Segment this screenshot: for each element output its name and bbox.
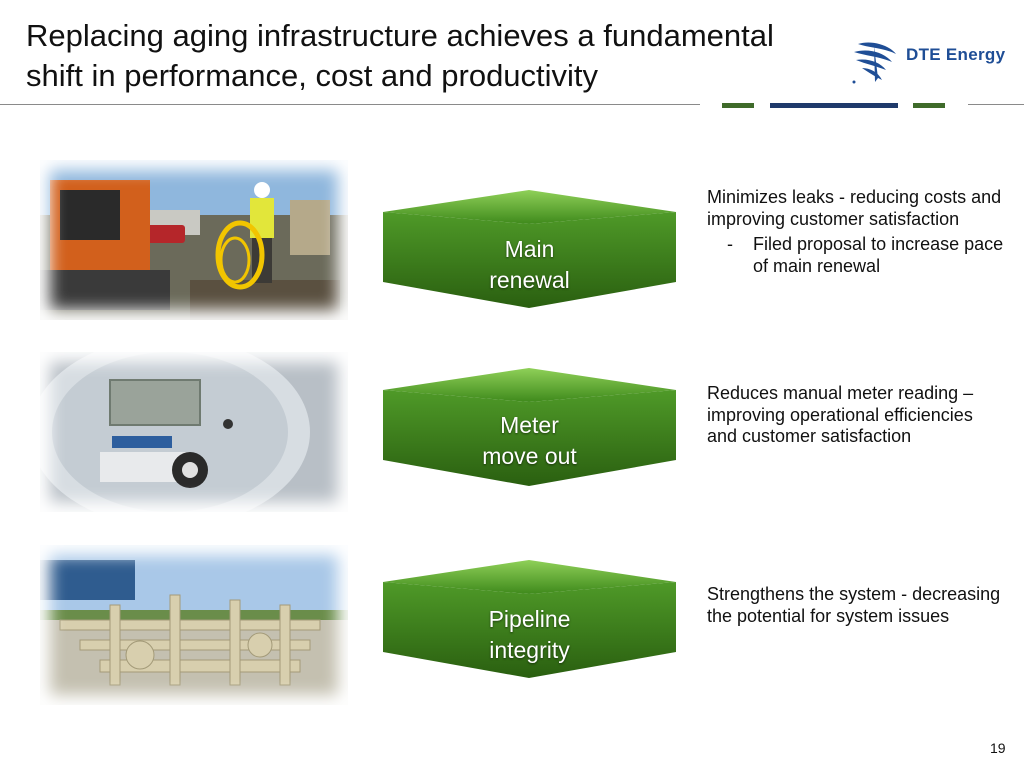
construction-worker-photo: [40, 160, 348, 320]
slide-title-line-2: shift in performance, cost and productiv…: [26, 58, 599, 93]
meter-move-out-label-line-1: Meter: [500, 412, 559, 438]
pipeline-integrity-label-line-1: Pipeline: [488, 606, 571, 632]
meter-move-out-arrow: Meter move out: [383, 368, 676, 488]
pipeline-integrity-label-line-2: integrity: [489, 637, 570, 663]
main-renewal-sub-bullet-text: Filed proposal to increase pace of main …: [753, 234, 1004, 276]
slide-title-line-1: Replacing aging infrastructure achieves …: [26, 18, 774, 53]
main-renewal-sub-bullet: - Filed proposal to increase pace of mai…: [707, 234, 1007, 277]
meter-move-out-label-line-2: move out: [482, 443, 577, 469]
header-accent-bar-1: [722, 103, 754, 108]
slide-title: Replacing aging infrastructure achieves …: [26, 16, 856, 96]
pipeline-integrity-text: Strengthens the system - decreasing the …: [707, 584, 1001, 626]
main-renewal-arrow: Main renewal: [383, 190, 676, 310]
header-rule-left: [0, 104, 700, 105]
pipeline-station-photo: [40, 545, 348, 705]
dte-energy-logo: DTE Energy: [848, 38, 1018, 86]
sub-bullet-marker: -: [727, 234, 733, 254]
gas-meter-photo: [40, 352, 348, 512]
header-rule-right: [968, 104, 1024, 105]
pipeline-integrity-description: Strengthens the system - decreasing the …: [707, 584, 1007, 627]
header-accent-bar-2: [770, 103, 898, 108]
main-renewal-description: Minimizes leaks - reducing costs and imp…: [707, 187, 1007, 277]
main-renewal-label-line-2: renewal: [489, 267, 570, 293]
header-accent-bar-3: [913, 103, 945, 108]
meter-move-out-text: Reduces manual meter reading – improving…: [707, 383, 974, 446]
page-number: 19: [990, 740, 1006, 756]
main-renewal-label-line-1: Main: [504, 236, 555, 262]
main-renewal-text: Minimizes leaks - reducing costs and imp…: [707, 187, 1002, 229]
logo-text: DTE Energy: [906, 45, 1006, 64]
dte-starburst-icon: [852, 42, 896, 84]
meter-move-out-description: Reduces manual meter reading – improving…: [707, 383, 1007, 448]
pipeline-integrity-arrow: Pipeline integrity: [383, 560, 676, 680]
